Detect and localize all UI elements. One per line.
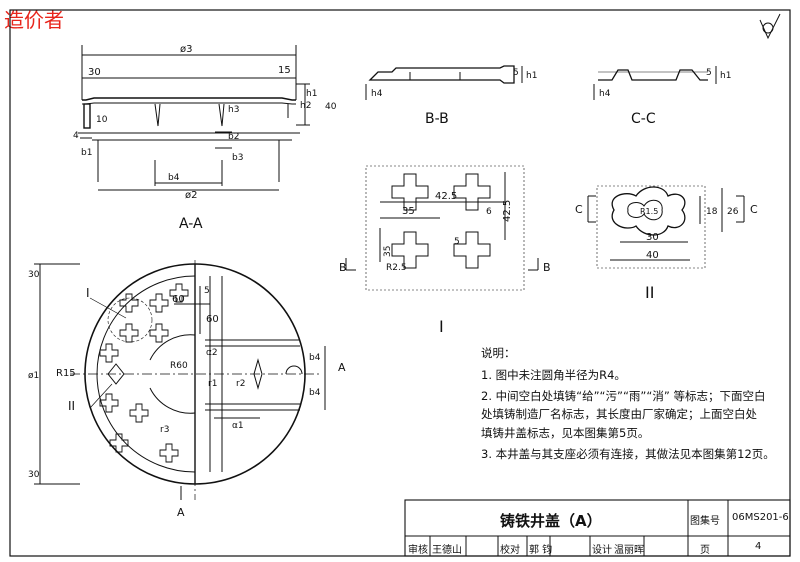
page-number: 4 [755,541,762,552]
plan-phi1: ø1 [28,371,39,381]
bb-5: 5 [513,68,519,78]
plan-r15: R15 [56,368,76,379]
dim-40: 40 [325,102,337,112]
detail-i-b-left: B [339,261,347,274]
dim-h1: h1 [306,89,317,99]
dim-10: 10 [96,115,108,125]
plan-r3: r3 [160,425,169,435]
designer-name: 温丽晖 [614,545,644,556]
dim-15-top: 15 [278,65,291,76]
section-cc-drawing [593,66,717,100]
atlas-number: 06MS201-6 [732,512,789,523]
detail-i-6: 6 [486,207,492,217]
design-label: 设计 [592,545,612,556]
notes-heading: 说明： [481,346,516,360]
title-block-title: 铸铁井盖（A） [500,512,602,530]
reviewer-name: 王德山 [432,545,462,556]
dim-30-top: 30 [88,67,101,78]
detail-ii-title: II [645,283,654,302]
review-label: 审核 [408,545,428,556]
detail-i-35-b: 35 [383,246,393,257]
cc-5: 5 [706,68,712,78]
detail-ii-18: 18 [706,207,718,217]
watermark-text: 造价者 [4,8,64,32]
detail-ii-r: R1.5 [640,207,658,216]
detail-ii-30: 30 [646,232,659,243]
section-bb-title: B-B [425,111,449,127]
dim-b1: b1 [81,148,92,158]
plan-b4-a: b4 [309,353,321,363]
section-aa-drawing [78,45,310,191]
detail-i-42-5-side: 42.5 [502,200,513,222]
detail-i-drawing [345,165,539,291]
section-aa-title: A-A [179,216,203,232]
plan-a2: α2 [206,348,218,358]
dim-b4: b4 [168,173,180,183]
dim-h3: h3 [228,105,239,115]
dim-phi3: ø3 [180,44,192,55]
plan-a1: α1 [232,421,244,431]
plan-b4-b: b4 [309,388,321,398]
cc-h4: h4 [599,89,611,99]
detail-i-title: I [439,317,444,336]
detail-ii-26: 26 [727,207,739,217]
roughness-symbol-icon [759,13,781,40]
note-line-2: 2. 中间空白处填铸“给”“污”“雨”“消” 等标志；下面空白 [481,389,766,403]
plan-label-i: I [86,286,90,300]
section-cc-title: C-C [631,111,656,127]
detail-ii-c-left: C [575,203,583,216]
checker-name: 郭 钧 [529,545,553,556]
plan-60: 60 [172,294,185,305]
dim-h2: h2 [300,101,311,111]
note-line-4: 填铸井盖标志，见本图集第5页。 [481,426,650,440]
note-line-3: 处填铸制造厂名标志，其长度由厂家确定；上面空白处 [481,407,757,421]
detail-ii-drawing [587,185,745,269]
dim-4: 4 [73,131,79,141]
detail-i-b-right: B [543,261,551,274]
plan-a-bottom: A [177,506,185,519]
plan-a-top: A [338,361,346,374]
note-line-1: 1. 图中未注圆角半径为R4。 [481,368,626,382]
bb-h4: h4 [371,89,383,99]
title-block-frame [404,499,791,557]
plan-r2: r2 [236,379,245,389]
section-bb-drawing [365,65,523,100]
dim-phi2: ø2 [185,190,197,201]
plan-5: 5 [204,286,210,296]
cc-h1: h1 [720,71,731,81]
check-label: 校对 [500,545,520,556]
drawing-frame [9,9,791,557]
dim-b3: b3 [232,153,243,163]
plan-view-drawing [34,260,326,500]
detail-i-42-5-top: 42.5 [435,191,457,202]
plan-r1: r1 [208,379,217,389]
plan-30-bottom: 30 [28,470,40,480]
plan-30-top: 30 [28,270,40,280]
plan-60-v: 60 [206,314,219,325]
detail-i-5: 5 [454,237,460,247]
detail-i-35-a: 35 [402,206,415,217]
plan-label-ii: II [68,399,75,413]
note-line-5: 3. 本井盖与其支座必须有连接，其做法见本图集第12页。 [481,447,775,461]
atlas-label: 图集号 [690,516,720,527]
detail-ii-c-right: C [750,203,758,216]
detail-ii-40: 40 [646,250,659,261]
detail-i-r25: R2.5 [386,263,407,273]
dim-b2: b2 [228,132,239,142]
page-label: 页 [700,545,710,556]
plan-r60: R60 [170,361,188,371]
bb-h1: h1 [526,71,537,81]
